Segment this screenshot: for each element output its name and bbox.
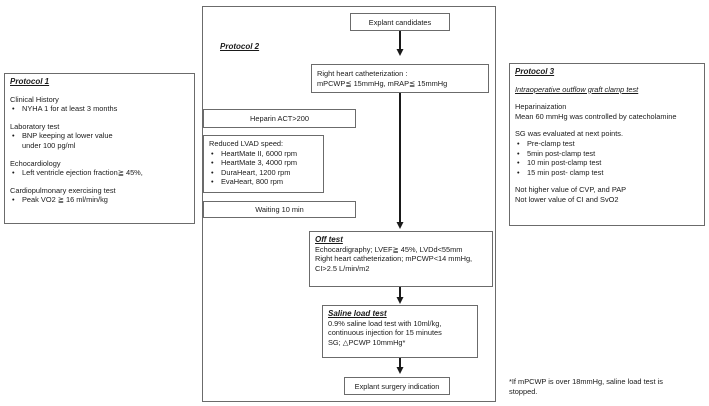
off-test-line: Right heart catheterization; mPCWP<14 mm… xyxy=(315,254,473,264)
protocol3-box: Protocol 3 Intraoperative outflow graft … xyxy=(509,63,705,226)
reduced-speed-item: HeartMate II, 6000 rpm xyxy=(209,149,318,159)
saline-load-line: SG; △PCWP 10mmHg* xyxy=(328,337,406,347)
protocol3-title: Protocol 3 xyxy=(515,67,555,76)
rhc-line-2: mPCWP≦ 15mmHg, mRAP≦ 15mmHg xyxy=(317,78,448,88)
criteria-line-1: Not higher value of CVP, and PAP xyxy=(515,185,627,195)
lab-test-heading: Laboratory test xyxy=(10,121,60,131)
protocol2-panel xyxy=(202,6,496,402)
heparin-label: Heparin ACT>200 xyxy=(250,114,309,123)
protocol3-subtitle: Intraoperative outflow graft clamp test xyxy=(515,84,639,94)
footnote: *If mPCWP is over 18mmHg, saline load te… xyxy=(509,377,663,396)
explant-candidates-box: Explant candidates xyxy=(350,13,450,31)
saline-load-line: 0.9% saline load test with 10ml/kg, xyxy=(328,318,442,328)
sg-eval-item: 15 min post- clamp test xyxy=(515,168,699,178)
criteria-line-2: Not lower value of CI and SvO2 xyxy=(515,194,619,204)
sg-eval-item: 5min post-clamp test xyxy=(515,149,699,159)
waiting-label: Waiting 10 min xyxy=(255,205,304,214)
clinical-history-heading: Clinical History xyxy=(10,94,59,104)
explant-candidates-label: Explant candidates xyxy=(368,18,432,27)
sg-eval-heading: SG was evaluated at next points. xyxy=(515,129,624,139)
sg-eval-item: 10 min post-clamp test xyxy=(515,158,699,168)
cpx-heading: Cardiopulmonary exercising test xyxy=(10,185,116,195)
reduced-speed-item: HeartMate 3, 4000 rpm xyxy=(209,158,318,168)
off-test-box: Off test Echocardigraphy; LVEF≧ 45%, LVD… xyxy=(309,231,493,287)
protocol1-box: Protocol 1 Clinical History NYHA 1 for a… xyxy=(4,73,195,224)
protocol2-title: Protocol 2 xyxy=(220,42,260,51)
rhc-criteria-box: Right heart catheterization : mPCWP≦ 15m… xyxy=(311,64,489,93)
off-test-line: Echocardigraphy; LVEF≧ 45%, LVDd<55mm xyxy=(315,244,463,254)
reduced-speed-item: DuraHeart, 1200 rpm xyxy=(209,168,318,178)
cpx-item: Peak VO2 ≧ 16 ml/min/kg xyxy=(10,195,189,205)
clinical-item: NYHA 1 for at least 3 months xyxy=(10,104,189,114)
echo-heading: Echocardiology xyxy=(10,158,61,168)
waiting-box: Waiting 10 min xyxy=(203,201,356,218)
footnote-line-2: stopped. xyxy=(509,386,538,396)
off-test-line: CI>2.5 L/min/m2 xyxy=(315,263,370,273)
saline-load-line: continuous injection for 15 minutes xyxy=(328,328,442,338)
reduced-speed-box: Reduced LVAD speed: HeartMate II, 6000 r… xyxy=(203,135,324,193)
protocol1-title: Protocol 1 xyxy=(10,77,50,86)
reduced-speed-title: Reduced LVAD speed: xyxy=(209,139,284,148)
rhc-line-1: Right heart catheterization : xyxy=(317,69,408,78)
lab-item: BNP keeping at lower value xyxy=(10,131,189,141)
explant-indication-box: Explant surgery indication xyxy=(344,377,450,395)
saline-load-box: Saline load test 0.9% saline load test w… xyxy=(322,305,478,358)
saline-load-title: Saline load test xyxy=(328,309,387,318)
explant-indication-label: Explant surgery indication xyxy=(354,382,440,391)
lab-item-cont: under 100 pg/ml xyxy=(22,140,76,150)
echo-item: Left ventricle ejection fraction≧ 45%, xyxy=(10,168,189,178)
sg-eval-item: Pre-clamp test xyxy=(515,139,699,149)
reduced-speed-item: EvaHeart, 800 rpm xyxy=(209,177,318,187)
heparinization-line-1: Heparinaization xyxy=(515,102,567,112)
off-test-title: Off test xyxy=(315,235,343,244)
heparinization-line-2: Mean 60 mmHg was controlled by catechola… xyxy=(515,111,677,121)
heparin-box: Heparin ACT>200 xyxy=(203,109,356,128)
footnote-line-1: *If mPCWP is over 18mmHg, saline load te… xyxy=(509,377,663,386)
